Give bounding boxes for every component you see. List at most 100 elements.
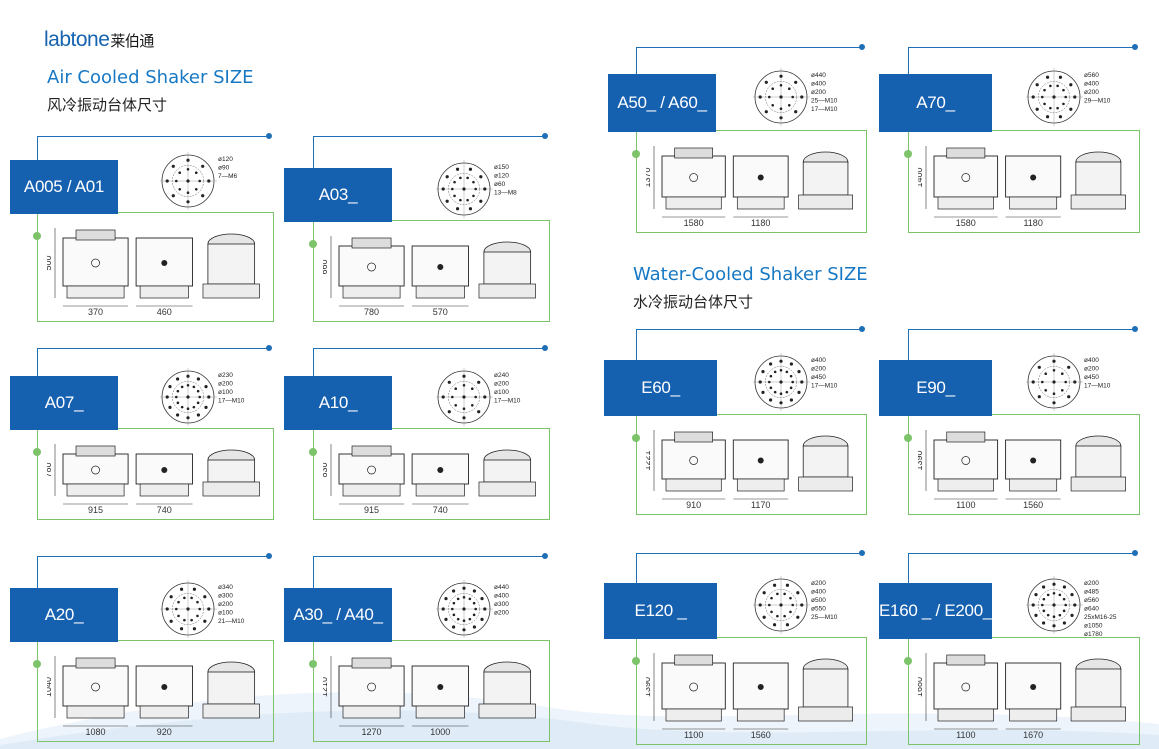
width-dimension: 1170 [751,500,770,509]
bolt-pattern-dimension: ø500 [811,597,826,604]
width-dimension: 460 [157,307,172,316]
bolt-pattern-dimension: ø230 [218,372,233,379]
bolt-pattern-dimension: ø1050 [1084,623,1103,630]
leader-dot [859,326,865,332]
bolt-pattern-dimension: ø400 [811,357,826,364]
leader-dot [859,550,865,556]
width-dimension: 1580 [956,218,976,227]
bolt-pattern-dimension: ø1780 [1084,631,1103,638]
leader-dot [266,345,272,351]
leader-dot [1132,550,1138,556]
height-dimension: 500 [47,255,53,270]
width-dimension: 1000 [430,727,450,736]
card-leader-line [908,44,1138,74]
width-dimension: 370 [88,307,103,316]
bolt-pattern-dimension: ø450 [811,374,826,381]
card-3-frame [313,428,550,520]
bolt-pattern-dimension: ø550 [811,606,826,613]
bolt-pattern-dimension: ø485 [1084,589,1099,596]
card-10-frame [636,637,867,745]
bolt-pattern-dimension: ø150 [494,164,509,171]
width-dimension: 1270 [362,727,382,736]
card-6-model-label: A50_ / A60_ [608,74,716,132]
width-dimension: 1180 [751,218,770,227]
card-7-frame [908,130,1140,233]
air-section-title: Air Cooled Shaker SIZE [47,67,254,88]
bolt-pattern-dimension: ø200 [1084,580,1099,587]
bolt-pattern-dimension: ø400 [811,81,826,88]
green-marker-dot [632,434,640,442]
card-9-frame [908,414,1140,515]
width-dimension: 740 [433,505,448,514]
leader-dot [542,133,548,139]
width-dimension: 1180 [1023,218,1042,227]
bolt-pattern-dimension: ø200 [494,610,509,617]
card-3-model-label: A10_ [284,376,392,430]
width-dimension: 915 [364,505,379,514]
card-leader-line [37,345,272,376]
bolt-pattern-dimension: 29—M10 [1084,98,1111,105]
shaker-views-drawing: 1210 1270 1000 [319,648,540,737]
bolt-pattern-dimension: ø300 [218,593,233,600]
bolt-pattern-dimension: 25—M10 [811,614,838,621]
card-5-frame [313,640,550,742]
bolt-pattern-dimension: ø200 [218,601,233,608]
green-marker-dot [904,150,912,158]
bolt-pattern-dimension: 13—M8 [494,190,517,197]
width-dimension: 1080 [86,727,106,736]
leader-dot [542,553,548,559]
bolt-pattern-dimension: 17—M10 [811,106,838,113]
green-marker-dot [33,660,41,668]
width-dimension: 1580 [684,218,704,227]
leader-dot [266,133,272,139]
card-11-model-label: E160 _ / E200_ [879,583,992,639]
bolt-pattern-dimension: ø560 [1084,597,1099,604]
shaker-views-drawing: 1400 1580 1180 [914,138,1130,228]
leader-dot [1132,44,1138,50]
card-4-model-label: A20_ [10,588,118,642]
card-1-frame [313,220,550,322]
width-dimension: 1560 [751,730,771,739]
bolt-pattern-dimension: 25—M10 [811,98,838,105]
bolt-pattern-dimension: ø400 [494,593,509,600]
width-dimension: 1100 [956,500,975,509]
card-leader-line [636,44,865,74]
card-leader-line [313,345,548,376]
card-6-frame [636,130,867,233]
bolt-pattern-dimension: ø450 [1084,374,1099,381]
bolt-pattern-dimension: ø200 [811,366,826,373]
card-8-model-label: E60_ [604,360,717,416]
card-2-frame [37,428,274,520]
bolt-pattern-dimension: ø200 [218,381,233,388]
card-9-model-label: E90_ [879,360,992,416]
leader-dot [1132,326,1138,332]
card-leader-line [313,553,548,588]
bolt-pattern-dimension: ø440 [494,584,509,591]
height-dimension: 1210 [323,677,329,697]
card-1-model-label: A03_ [284,168,392,222]
bolt-pattern-dimension: ø640 [1084,606,1099,613]
bolt-pattern-dimension: 21—M10 [218,618,245,625]
width-dimension: 1100 [956,730,975,739]
card-leader-line [908,326,1138,360]
bolt-pattern-dimension: ø100 [218,610,233,617]
width-dimension: 915 [88,505,103,514]
width-dimension: 780 [364,307,379,316]
bolt-pattern-dimension: ø340 [218,584,233,591]
card-leader-line [313,133,548,168]
height-dimension: 1400 [918,167,924,187]
green-marker-dot [904,657,912,665]
leader-dot [542,345,548,351]
bolt-pattern-dimension: ø100 [494,389,509,396]
